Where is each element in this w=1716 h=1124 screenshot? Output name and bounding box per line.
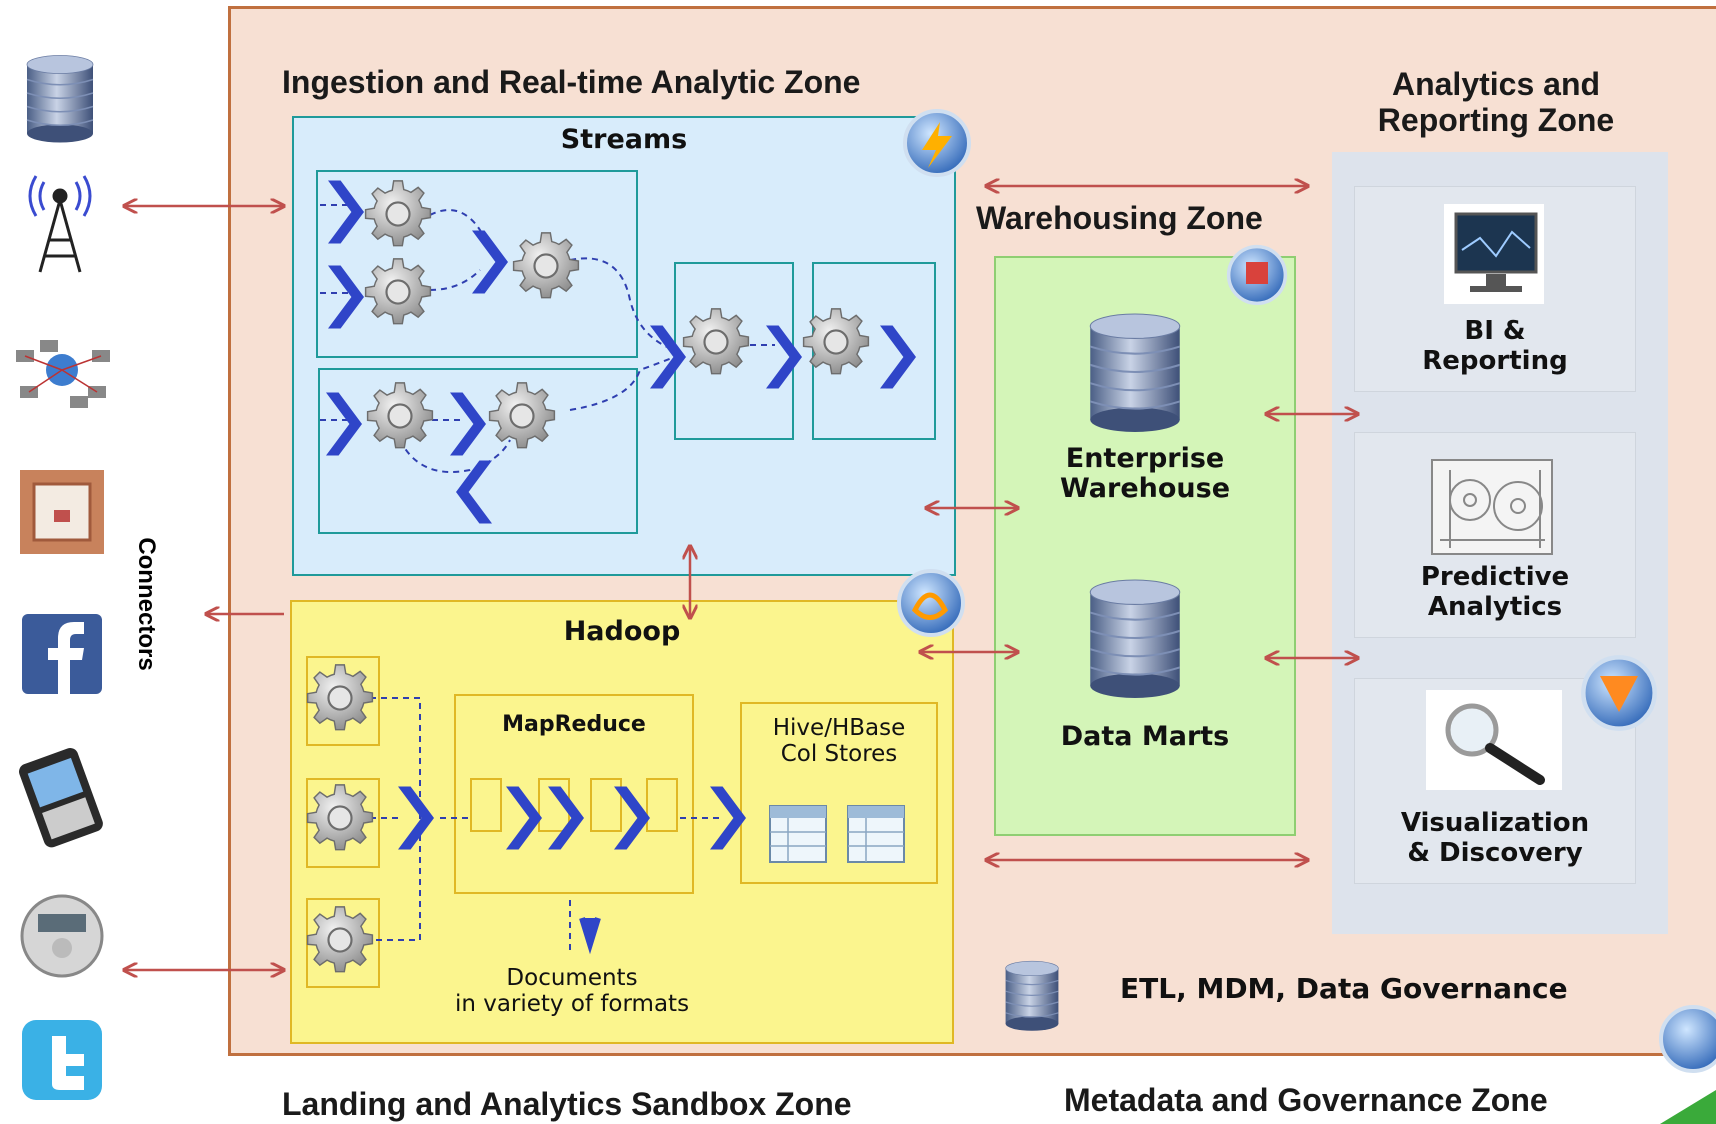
smartphone-icon [19,747,103,848]
hadoop-title: Hadoop [563,616,681,647]
gear-icon [488,381,556,449]
data-marts-label: Data Marts [1060,721,1230,752]
table-icon [846,804,906,864]
chevron-icon [326,392,362,456]
gear-icon [366,381,434,449]
twitter-icon [22,1020,102,1100]
data-marts-db-icon [1089,579,1181,699]
etl-db-icon [1004,960,1060,1032]
streams-job-a [316,170,638,358]
etl-label: ETL, MDM, Data Governance [1120,972,1568,1005]
chevron-icon [650,325,686,389]
chevron-icon [614,786,650,850]
database-icon [26,54,94,144]
network-icon [16,340,110,408]
gear-icon [682,307,750,375]
streams-gears [364,179,870,449]
meter-icon [20,894,104,978]
chevron-icon [398,786,434,850]
gear-icon [306,663,374,731]
mr-slot-4 [646,778,678,832]
hadoop-orb-icon [897,569,965,637]
documents-label-line1: Documents [506,965,638,991]
predictive-label-line2: Analytics [1427,592,1563,622]
predictive-label-line1: Predictive [1420,562,1570,592]
mapreduce-box: MapReduce [454,694,694,894]
enterprise-warehouse-line2: Warehouse [1059,473,1231,504]
hive-tables [768,804,906,864]
chevron-left-icon [456,460,492,524]
hive-hbase-box: Hive/HBase Col Stores [740,702,938,884]
hive-label-line1: Hive/HBase [772,715,906,741]
connection-arrows [124,186,1358,970]
bi-label-line1: BI & [1464,316,1526,346]
warehousing-zone-title: Warehousing Zone [976,200,1263,236]
viz-label-line2: & Discovery [1407,838,1583,868]
gear-icon [364,179,432,247]
connector-icons [16,54,110,1100]
chevron-icon [548,786,584,850]
chevron-icon [450,392,486,456]
chevron-icon [472,230,508,294]
monitor-icon [1444,204,1544,304]
gear-icon [306,905,374,973]
enterprise-warehouse-line1: Enterprise [1065,443,1225,474]
hadoop-input-b [306,778,380,868]
gear-icon [512,231,580,299]
cube-icon [1246,262,1268,284]
chevron-icon [328,265,364,329]
hadoop-gears [306,663,374,973]
analytics-zone-title-line2: Reporting Zone [1377,102,1615,138]
landing-zone-title: Landing and Analytics Sandbox Zone [282,1086,852,1122]
gear-icon [364,257,432,325]
hadoop-box: Hadoop MapReduce Hive/HBase Col Stores D… [290,600,954,1044]
chevron-icon [766,325,802,389]
ingestion-zone-title: Ingestion and Real-time Analytic Zone [282,64,861,100]
documents-label-line2: in variety of formats [454,991,690,1017]
rfid-chip-icon [20,470,104,554]
magnifier-icon [1426,690,1562,790]
mr-slot-3 [590,778,622,832]
analytics-zone-title-line1: Analytics and [1391,66,1601,102]
mapreduce-label: MapReduce [502,712,646,737]
hadoop-chevrons [398,786,746,955]
mr-slot-1 [470,778,502,832]
zone-orb-icons [897,109,1716,1073]
table-icon [768,804,828,864]
facebook-icon [22,614,102,694]
antenna-icon [28,175,92,273]
chevron-icon [328,180,364,244]
gear-icon [306,783,374,851]
hadoop-flow-lines [370,697,720,955]
gear-icon [802,307,870,375]
chevron-icon [880,325,916,389]
machine-drawing-icon [1431,459,1553,555]
streams-title: Streams [560,124,688,155]
hive-label-line2: Col Stores [780,741,898,767]
metadata-zone-title: Metadata and Governance Zone [1064,1082,1548,1118]
corner-accent [1660,1090,1716,1124]
lightning-icon [922,122,952,168]
chevron-down-icon [579,917,601,955]
chevron-icon [506,786,542,850]
viz-label-line1: Visualization [1400,808,1590,838]
enterprise-warehouse-db-icon [1089,313,1181,433]
bi-label-line2: Reporting [1422,346,1568,376]
streams-job-b [318,368,638,534]
metadata-orb-icon [1659,1005,1716,1073]
